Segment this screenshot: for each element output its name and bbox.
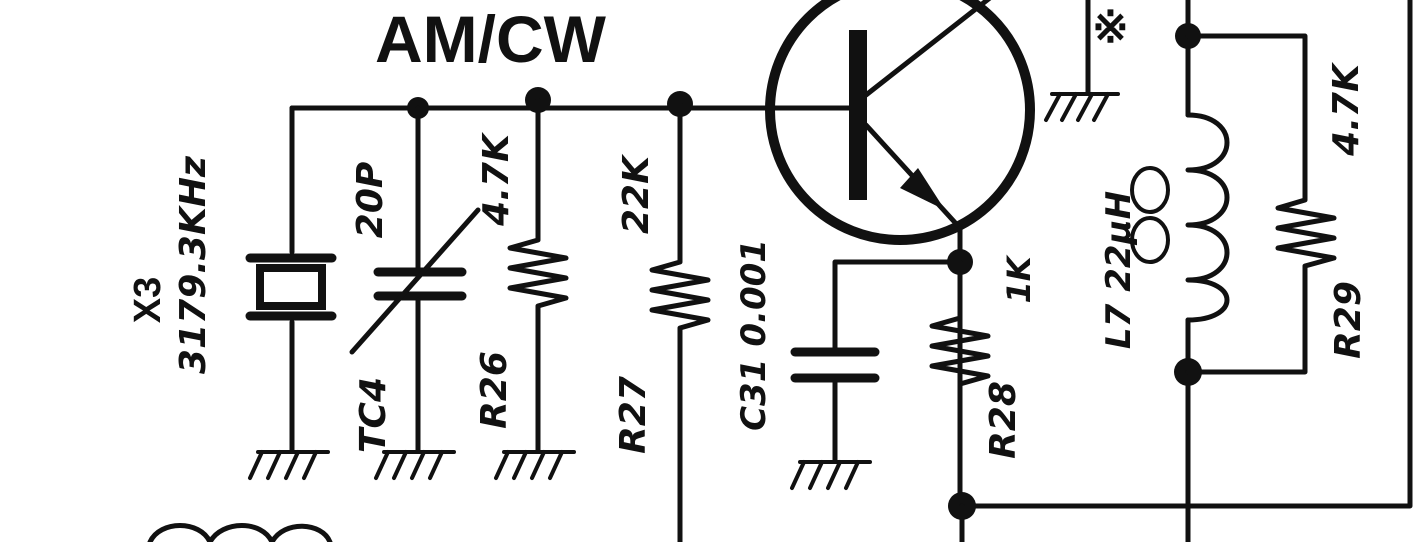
ground-symbol [494,450,576,480]
x3-ref-label: X3 [127,277,169,323]
ground-symbol [790,460,872,490]
note-mark-label: ※ [1092,3,1129,52]
resistor-r26 [494,87,576,480]
output-coil-partial [147,523,333,542]
c31-value-label: 0.001 [734,239,774,347]
r29-ref-label: R29 [1328,281,1369,359]
l7-ref-label: L7 [1099,303,1139,349]
crystal-x3 [245,105,337,480]
r28-ref-label: R28 [983,381,1024,459]
resistor-r28 [929,259,991,520]
resistor-r29 [1185,33,1337,375]
tc4-ref-label: TC4 [353,377,394,453]
r29-value-label: 4.7K [1326,61,1367,157]
l7-label: L7 22μH [1099,191,1139,349]
resistor-r27 [649,91,711,542]
c31-ref-value-label: C31 0.001 [734,239,774,431]
inductor-l7 [1130,0,1230,542]
r26-ref-label: R26 [474,351,515,429]
capacitor-c31 [790,249,973,490]
l7-value-label: 22μH [1099,191,1139,292]
tc4-value-label: 20P [350,162,391,238]
title-label: AM/CW [375,2,607,76]
c31-ref-label: C31 [734,359,774,431]
ground-symbol [248,450,330,480]
trimmer-capacitor-tc4 [349,97,481,480]
x3-value-label: 3179.3KHz [173,155,214,374]
ground-symbol [1044,92,1120,122]
r27-ref-label: R27 [613,376,654,454]
r26-value-label: 4.7K [476,131,517,227]
r28-value-label: 1K [1000,254,1038,303]
r27-value-label: 22K [616,153,657,234]
supply-bus-wire [959,0,1413,509]
ground-symbol [374,450,456,480]
